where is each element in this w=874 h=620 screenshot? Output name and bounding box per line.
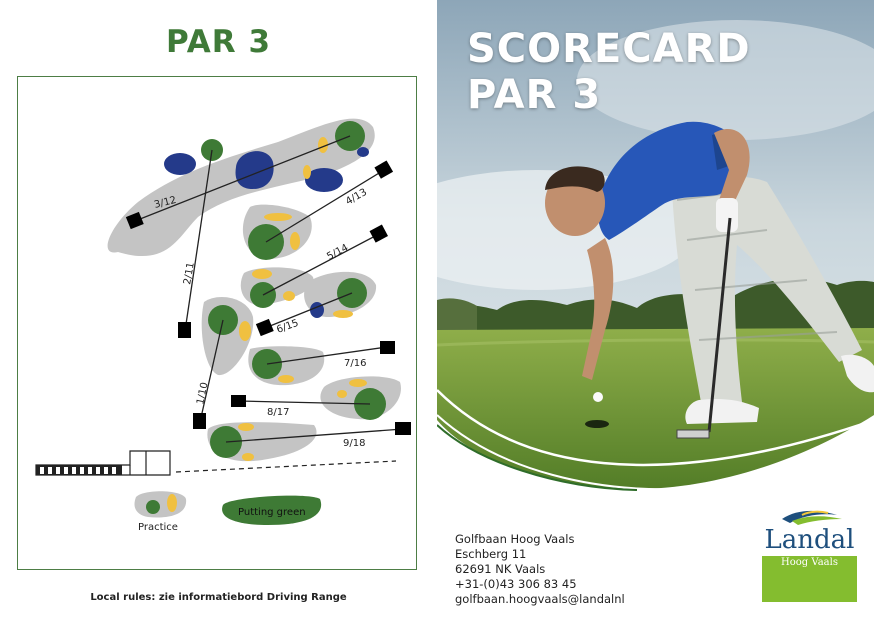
cover-title-line1: SCORECARD <box>467 26 751 72</box>
cover-title-line2: PAR 3 <box>467 72 602 118</box>
address-street: Eschberg 11 <box>455 547 527 561</box>
logo-wordmark: Landal <box>764 525 855 555</box>
hole-label: 8/17 <box>267 407 289 418</box>
hole-label: 2/11 <box>182 261 197 285</box>
hole-label: 1/10 <box>195 381 210 405</box>
hole-label: 6/15 <box>275 318 300 336</box>
address-name: Golfbaan Hoog Vaals <box>455 532 575 546</box>
cover-page: SCORECARD PAR 3 Golfbaan Hoog Vaals Esch… <box>437 0 874 620</box>
putting-green <box>222 495 322 525</box>
hole-label: 4/13 <box>344 187 369 208</box>
logo-wave-icon <box>782 510 842 525</box>
hole-label: 5/14 <box>325 242 350 262</box>
cover-title: SCORECARD PAR 3 <box>467 26 751 118</box>
cover-photo <box>437 0 874 491</box>
course-map-drawing: 3/12 4/13 5/14 2/11 6/15 7/16 1/10 8/17 … <box>35 118 411 525</box>
logo-green-box <box>762 556 857 602</box>
driving-range <box>35 450 397 476</box>
practice-label: Practice <box>138 522 178 533</box>
course-map-page: PAR 3 <box>17 24 417 603</box>
putting-green-label: Putting green <box>238 507 306 518</box>
address-phone: +31-(0)43 306 83 45 <box>455 577 577 591</box>
page-title: PAR 3 <box>165 24 272 60</box>
local-rules-note: Local rules: zie informatiebord Driving … <box>90 592 347 603</box>
hole-lines <box>134 135 404 443</box>
bunkers <box>167 137 367 512</box>
hole-label: 9/18 <box>343 438 365 449</box>
course-map: 3/12 4/13 5/14 2/11 6/15 7/16 1/10 8/17 … <box>17 76 417 570</box>
water-hazards <box>164 147 369 318</box>
logo-subtitle: Hoog Vaals <box>781 557 838 568</box>
tee-boxes <box>125 160 411 435</box>
hole-label: 3/12 <box>153 195 177 211</box>
landal-logo: Landal Hoog Vaals <box>762 505 857 602</box>
address-city: 62691 NK Vaals <box>455 562 546 576</box>
hole-label: 7/16 <box>344 358 366 369</box>
address-block: Golfbaan Hoog Vaals Eschberg 11 62691 NK… <box>455 532 625 607</box>
address-email: golfbaan.hoogvaals@landalnl <box>455 592 625 606</box>
